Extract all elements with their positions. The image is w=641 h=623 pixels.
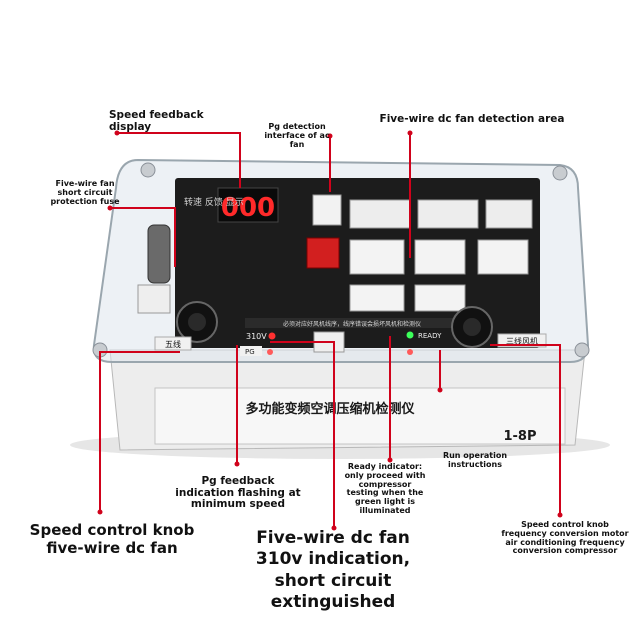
connector-1 (349, 239, 405, 275)
led-ready-label: READY (418, 332, 442, 340)
fuse-holder (147, 224, 171, 284)
label-pg-detection: Pg detection interface of ac fan (264, 122, 330, 149)
speed-display (217, 187, 279, 223)
connector-4 (349, 284, 405, 312)
label-fuse: Five-wire fan short circuit protection f… (50, 179, 120, 206)
connector-6 (349, 199, 411, 229)
red-button (306, 237, 340, 269)
warning-text: 必须对应好风机线序，线序错误会损坏风机和检测仪 (283, 320, 421, 328)
label-pg-feedback: Pg feedback indication flashing at minim… (175, 475, 301, 511)
label-ready: Ready indicator: only proceed with compr… (344, 462, 426, 515)
box-front-label (154, 387, 566, 445)
label-five-wire-310: Five-wire dc fan 310v indication, short … (255, 528, 411, 612)
connector-3 (477, 239, 529, 275)
led-pg (267, 349, 273, 355)
led-ready (406, 331, 414, 339)
connector-5 (414, 284, 466, 312)
callout-dots (97, 130, 563, 531)
connector-8 (485, 199, 533, 229)
label-knob-left: Speed control knob five-wire dc fan (29, 521, 195, 557)
left-badge: 五线 (165, 339, 181, 349)
label-five-wire-detection: Five-wire dc fan detection area (379, 113, 565, 125)
led-run (407, 349, 413, 355)
led-310v-label: 310V (246, 332, 267, 341)
panel-left-text: 转速 反馈 显示 (184, 196, 244, 208)
left-connector (137, 284, 171, 314)
label-run: Run operation instructions (442, 451, 508, 469)
pg-tag-box (240, 346, 262, 356)
connector-2 (414, 239, 466, 275)
warning-strip (245, 318, 460, 328)
pg-connector (312, 194, 342, 226)
led-310v (268, 332, 276, 340)
label-speed-feedback: Speed feedback display (109, 109, 204, 133)
label-knob-right: Speed control knob frequency conversion … (501, 520, 629, 556)
connector-7 (417, 199, 479, 229)
device-title: 多功能变频空调压缩机检测仪 (245, 401, 415, 417)
right-badge: 三线风机 (506, 336, 538, 346)
pg-tag: PG (245, 348, 255, 356)
device-range: 1-8P (503, 429, 536, 444)
callout-lines (99, 132, 561, 528)
speed-display-digits: 000 (221, 193, 275, 223)
